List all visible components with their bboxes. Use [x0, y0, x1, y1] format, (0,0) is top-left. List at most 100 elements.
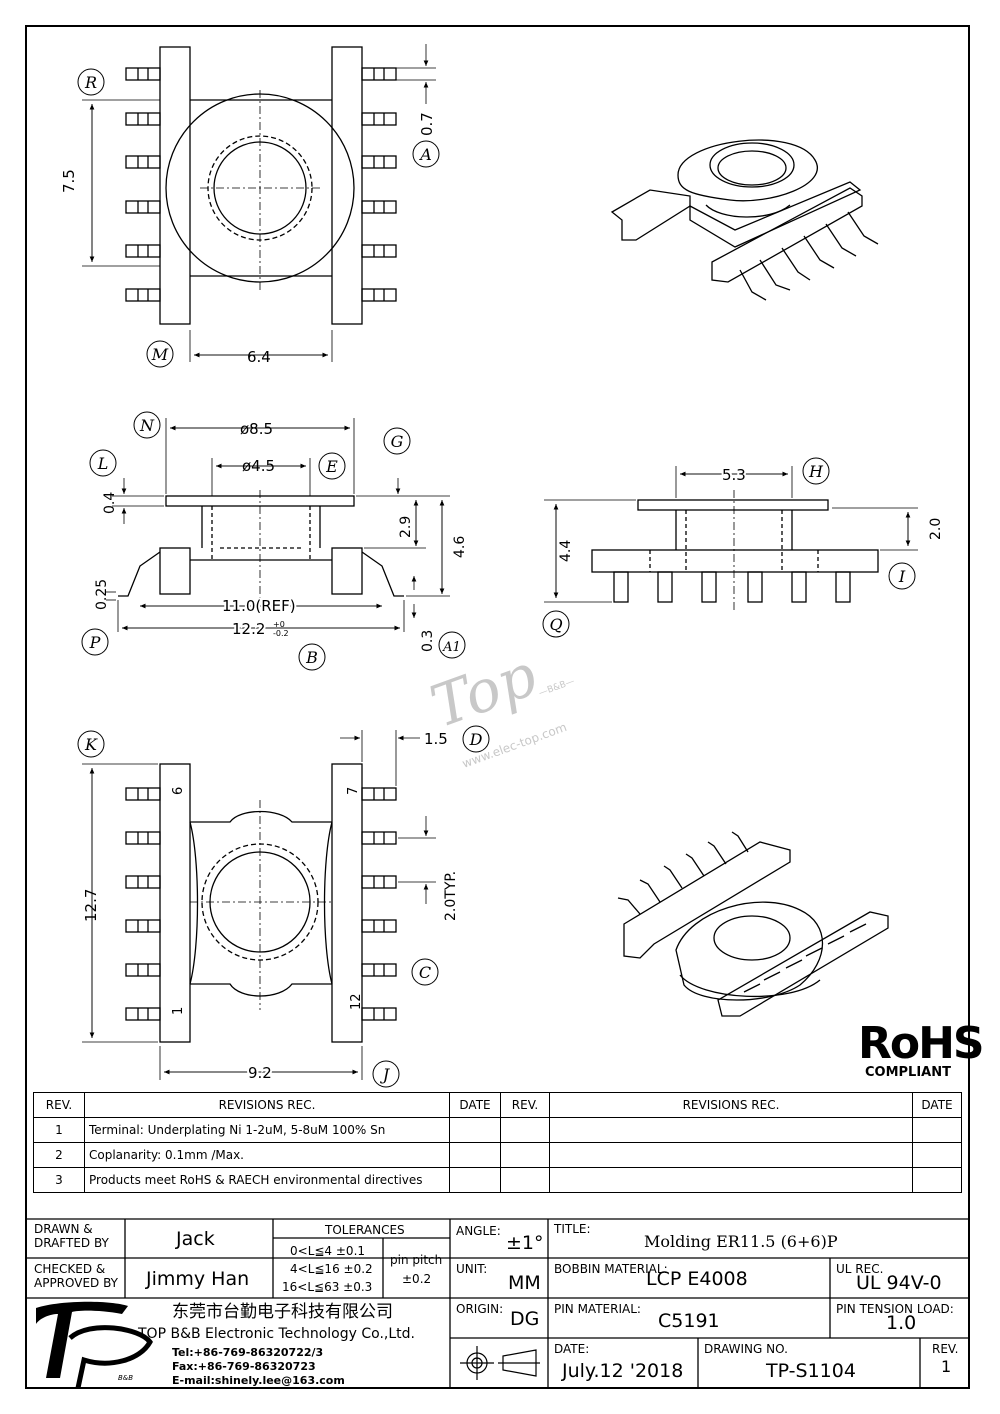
callout-B: B	[298, 643, 326, 671]
drawing-title: Molding ER11.5 (6+6)P	[644, 1232, 838, 1251]
origin-label: ORIGIN:	[456, 1302, 504, 1316]
svg-text:I: I	[898, 567, 906, 586]
pin-label-1: 1	[171, 1007, 186, 1015]
bobbin-label: BOBBIN MATERIAL:	[554, 1262, 668, 1276]
callout-I: I	[888, 562, 916, 590]
company-name-cn: 东莞市台勤电子科技有限公司	[172, 1302, 393, 1322]
svg-text:B: B	[305, 648, 318, 667]
rev-label: REV.	[932, 1342, 959, 1356]
dim-9-2: 9.2	[248, 1064, 272, 1082]
callout-R: R	[77, 68, 105, 96]
tolerance-3: 16<L≦63 ±0.3	[282, 1280, 373, 1294]
svg-text:E: E	[325, 457, 338, 476]
svg-text:P: P	[89, 633, 101, 652]
dim-4-4: 4.4	[558, 540, 574, 562]
ul-label: UL REC.	[836, 1262, 884, 1276]
table-row: 1 Terminal: Underplating Ni 1-2uM, 5-8uM…	[33, 1117, 962, 1143]
tolerances-label: TOLERANCES	[325, 1223, 405, 1237]
dim-5-3: 5.3	[722, 466, 746, 484]
callout-M: M	[146, 340, 174, 368]
rohs-title: RoHS	[858, 1018, 985, 1069]
callout-E: E	[318, 452, 346, 480]
title-block-grid	[26, 1218, 969, 1388]
svg-text:J: J	[380, 1065, 391, 1084]
svg-text:D: D	[469, 730, 483, 749]
angle-label: ANGLE:	[456, 1224, 501, 1238]
dim-6-4: 6.4	[247, 348, 271, 366]
dim-phi-4-5: ø4.5	[242, 457, 275, 475]
tension-label: PIN TENSION LOAD:	[836, 1302, 954, 1316]
svg-text:B&B: B&B	[118, 1374, 133, 1382]
svg-text:C: C	[419, 963, 431, 982]
revisions-table: REV. REVISIONS REC. DATE REV. REVISIONS …	[33, 1092, 962, 1193]
rev-col-2: REV.	[500, 1092, 550, 1118]
dim-0-3: 0.3	[420, 630, 436, 652]
company-tel: Tel:+86-769-86320722/3	[172, 1346, 324, 1359]
watermark: Top —B&B— www.elec-top.com	[422, 641, 576, 771]
pin-label-12: 12	[349, 993, 364, 1010]
drawing-no-label: DRAWING NO.	[704, 1342, 788, 1356]
table-row: 3 Products meet RoHS & RAECH environment…	[33, 1167, 962, 1193]
company-email: E-mail:shinely.lee@163.com	[172, 1374, 345, 1387]
dim-12-7: 12.7	[82, 889, 100, 922]
sheet-border	[25, 25, 970, 1389]
tolerance-1: 0<L≦4 ±0.1	[290, 1244, 366, 1258]
title-label: TITLE:	[554, 1222, 591, 1236]
svg-text:M: M	[151, 345, 169, 364]
angle-value: ±1°	[506, 1232, 544, 1254]
revisions-header: REV. REVISIONS REC. DATE REV. REVISIONS …	[33, 1092, 962, 1118]
dim-0-7: 0.7	[418, 112, 436, 136]
dim-phi-8-5: ø8.5	[240, 420, 273, 438]
tolerance-2: 4<L≦16 ±0.2	[290, 1262, 373, 1276]
bottom-view	[82, 730, 436, 1080]
rohs-badge: RoHS COMPLIANT	[858, 1018, 985, 1080]
company-fax: Fax:+86-769-86320723	[172, 1360, 316, 1373]
dim-11-ref: 11.0(REF)	[222, 597, 296, 615]
pitch-value: ±0.2	[402, 1272, 432, 1286]
callout-K: K	[77, 730, 105, 758]
pin-material-label: PIN MATERIAL:	[554, 1302, 641, 1316]
iso-view-top	[610, 139, 879, 301]
svg-text:K: K	[84, 735, 98, 754]
dim-1-5: 1.5	[424, 730, 448, 748]
dim-12-2-tol-dn: -0.2	[273, 629, 289, 638]
callout-N: N	[133, 411, 161, 439]
date-col: DATE	[449, 1092, 501, 1118]
dim-0-25: 0.25	[94, 579, 110, 610]
callout-P: P	[81, 628, 109, 656]
top-view	[82, 44, 436, 362]
checked-label: CHECKED & APPROVED BY	[34, 1262, 119, 1290]
svg-text:H: H	[808, 462, 824, 481]
dim-2-0: 2.0	[928, 518, 944, 540]
ul-value: UL 94V-0	[856, 1272, 942, 1294]
callout-A: A	[412, 140, 440, 168]
bobbin-material: LCP E4008	[646, 1268, 748, 1290]
svg-text:—B&B—: —B&B—	[538, 677, 577, 699]
svg-text:N: N	[139, 416, 155, 435]
origin-value: DG	[510, 1308, 540, 1330]
callout-Q: Q	[542, 610, 570, 638]
callout-J: J	[372, 1060, 400, 1088]
callout-L: L	[89, 449, 117, 477]
checked-by: Jimmy Han	[146, 1268, 250, 1290]
callout-D: D	[462, 725, 490, 753]
rev-value: 1	[941, 1357, 952, 1376]
table-row: 2 Coplanarity: 0.1mm /Max.	[33, 1142, 962, 1168]
company-logo: B&B	[36, 1301, 153, 1389]
company-name-en: TOP B&B Electronic Technology Co.,Ltd.	[138, 1326, 415, 1342]
callout-A1: A1	[438, 631, 466, 659]
unit-value: MM	[508, 1272, 541, 1294]
dim-7-5: 7.5	[60, 169, 78, 193]
drawn-by: Jack	[176, 1228, 215, 1250]
side-view	[544, 466, 918, 610]
dim-4-6: 4.6	[452, 536, 468, 558]
tension-value: 1.0	[886, 1312, 917, 1334]
rev-col: REV.	[33, 1092, 85, 1118]
callout-C: C	[411, 958, 439, 986]
svg-text:L: L	[97, 454, 109, 473]
pin-label-6: 6	[171, 787, 186, 795]
dim-12-2-tol-up: +0	[273, 620, 285, 629]
dim-12-2: 12.2	[232, 620, 265, 638]
pin-material: C5191	[658, 1310, 720, 1332]
